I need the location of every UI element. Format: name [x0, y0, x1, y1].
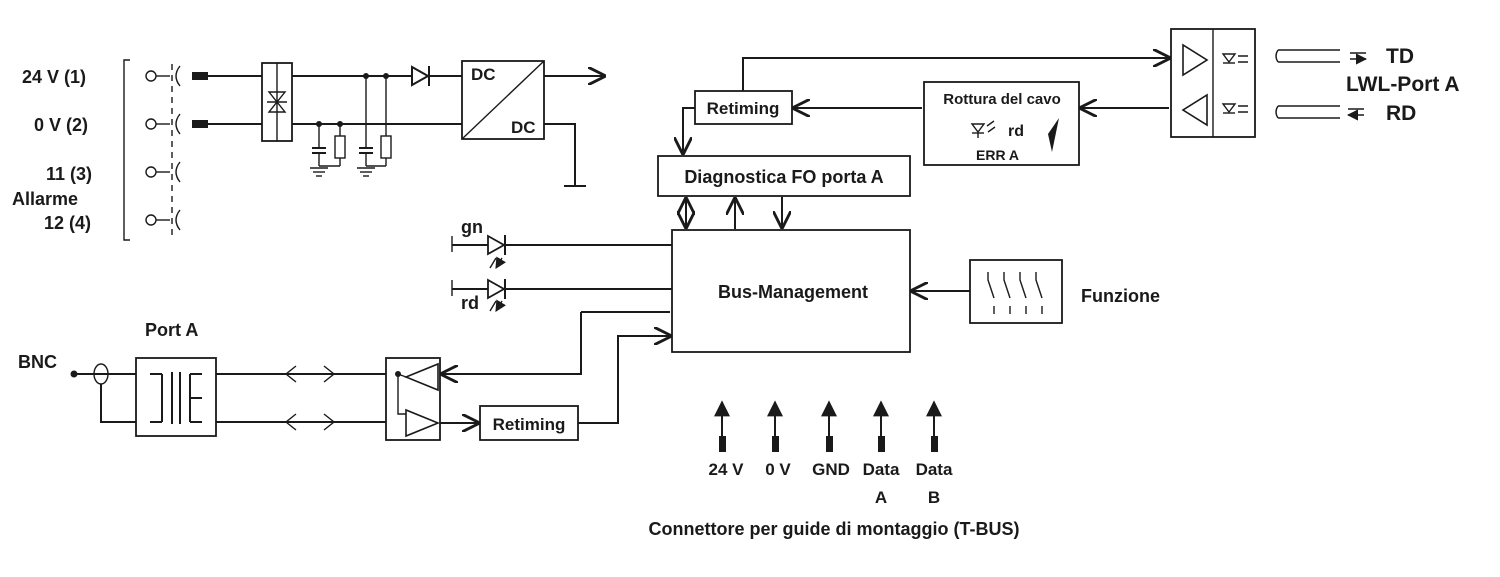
td-signal-line — [742, 58, 1169, 91]
retiming-top-label: Retiming — [707, 99, 780, 118]
bus-management-box — [671, 229, 911, 353]
red-status-led-icon — [451, 278, 672, 311]
terminal-11-label: 11 (3) — [46, 164, 92, 184]
break-indicator-icon — [1048, 118, 1059, 152]
terminal-0v-label: 0 V (2) — [34, 115, 88, 135]
diode-icon — [411, 65, 462, 87]
terminal-24v-label: 24 V (1) — [22, 67, 86, 87]
bidir-arrow-top — [284, 365, 336, 383]
port-a-label: Port A — [145, 320, 198, 340]
tbus-pin-3 — [821, 400, 837, 452]
tbus-pin-2 — [767, 400, 783, 452]
isolation-transformer — [135, 357, 217, 437]
cable-break-box — [923, 81, 1080, 166]
terminal-2 — [145, 113, 262, 135]
bidir-arrow-bottom — [284, 413, 336, 431]
fo-rd-label: RD — [1386, 102, 1416, 125]
terminal-bracket — [123, 59, 130, 241]
fo-td-label: TD — [1386, 45, 1414, 68]
function-label: Funzione — [1081, 286, 1160, 306]
terminal-4 — [145, 209, 181, 231]
retiming-top-box — [694, 90, 793, 125]
function-dip-switch — [969, 259, 1063, 324]
line-transceiver — [385, 357, 441, 441]
red-led-icon — [970, 120, 996, 138]
bus-to-tx-line — [442, 312, 582, 374]
retiming-to-diag-line — [683, 107, 695, 153]
cable-break-err-label: ERR A — [976, 147, 1019, 163]
dc-dc-converter — [461, 60, 545, 140]
tbus-pin-1 — [714, 400, 730, 452]
tvs-protection-block — [261, 62, 293, 142]
fo-transceiver-block — [1170, 28, 1256, 138]
led-rd-label: rd — [461, 293, 479, 313]
fibre-connectors — [1275, 50, 1366, 118]
tbus-pin-2-label: 0 V — [765, 460, 791, 479]
tbus-pin-5-sub: B — [928, 488, 940, 507]
terminal-12-label: 12 (4) — [44, 213, 91, 233]
tbus-pin-5-label: Data — [916, 460, 953, 479]
retiming-to-bus-line — [578, 336, 670, 424]
cable-break-led-label: rd — [1008, 123, 1024, 140]
dc-in-label: DC — [471, 65, 496, 84]
tbus-caption: Connettore per guide di montaggio (T-BUS… — [649, 519, 1020, 539]
bnc-connector — [70, 363, 136, 423]
fo-diagnostics-label: Diagnostica FO porta A — [684, 167, 883, 187]
bus-management-label: Bus-Management — [718, 282, 868, 302]
dc-ground-line — [544, 123, 576, 186]
led-gn-label: gn — [461, 217, 483, 237]
bnc-label: BNC — [18, 352, 57, 372]
green-led-icon — [451, 234, 672, 268]
tbus-pin-5 — [926, 400, 942, 452]
terminal-1 — [145, 65, 262, 87]
tbus-pin-4-label: Data — [863, 460, 900, 479]
filter-components — [310, 73, 392, 177]
dc-out-label: DC — [511, 118, 536, 137]
retiming-bottom-label: Retiming — [493, 415, 566, 434]
fo-port-title: LWL-Port A — [1346, 73, 1460, 96]
terminal-3 — [145, 161, 181, 183]
tbus-pin-3-label: GND — [812, 460, 850, 479]
alarm-label: Allarme — [12, 189, 78, 209]
cable-break-title: Rottura del cavo — [943, 91, 1061, 108]
tbus-pin-4 — [873, 400, 889, 452]
fo-diagnostics-box — [657, 155, 911, 197]
tbus-pin-4-sub: A — [875, 488, 887, 507]
tbus-pin-1-label: 24 V — [709, 460, 745, 479]
